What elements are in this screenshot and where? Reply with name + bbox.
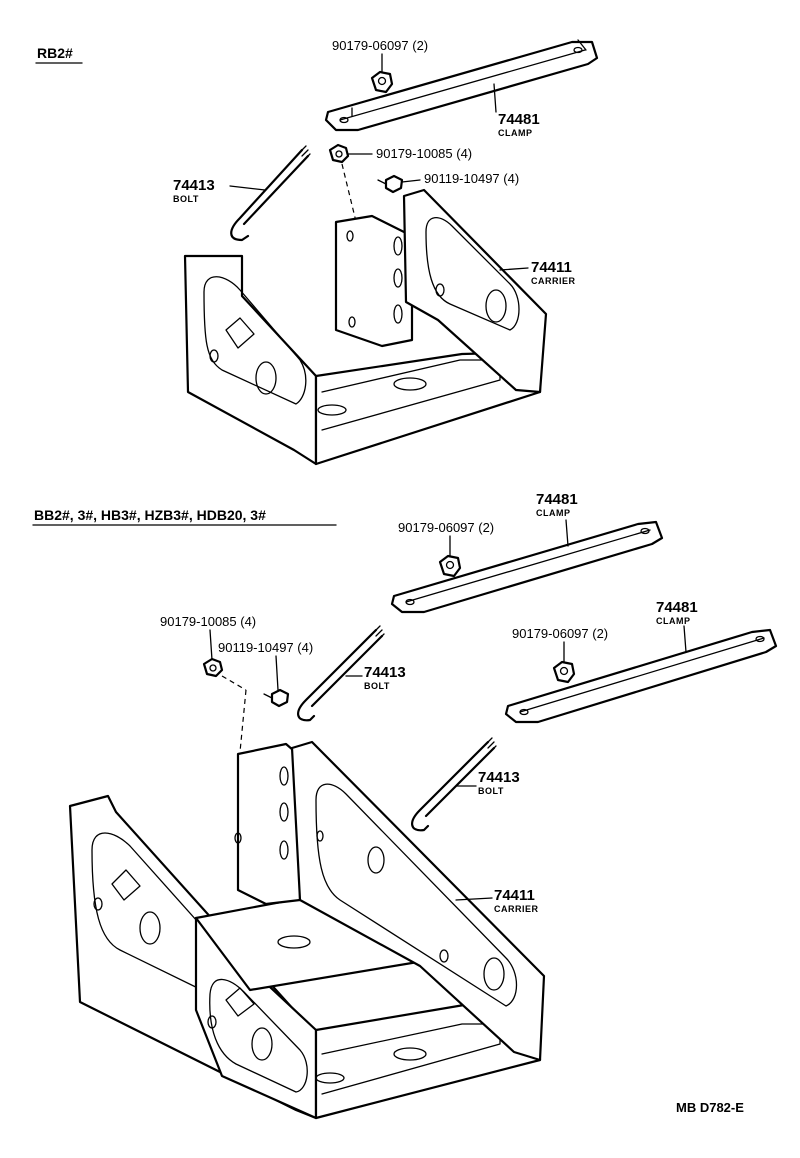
label-carrier-name: CARRIER xyxy=(494,904,539,914)
section-bb2: BB2#, 3#, HB3#, HZB3#, HDB20, 3# 90179-0… xyxy=(32,491,778,1120)
label-clamp1-nut: 90179-06097 (2) xyxy=(398,520,494,535)
leader-line xyxy=(209,629,213,661)
label-nut: 90179-10085 (4) xyxy=(376,146,472,161)
leader-line xyxy=(275,655,279,691)
label-small-bolt: 90119-10497 (4) xyxy=(218,640,313,655)
carrier-part xyxy=(183,188,548,466)
label-bolt-number: 74413 xyxy=(173,177,215,194)
label-bolt1-number: 74413 xyxy=(364,664,406,681)
label-bolt2-number: 74413 xyxy=(478,769,520,786)
label-clamp-number: 74481 xyxy=(498,111,540,128)
clamp-nut-icon xyxy=(438,554,462,578)
label-clamp1-name: CLAMP xyxy=(536,508,571,518)
j-bolt-part xyxy=(297,625,385,722)
dash-line xyxy=(221,675,247,691)
label-bolt-name: BOLT xyxy=(173,194,199,204)
section-header-bb2: BB2#, 3#, HB3#, HZB3#, HDB20, 3# xyxy=(34,507,266,523)
nut-icon xyxy=(202,657,224,678)
leader-line xyxy=(229,185,266,191)
label-clamp2-nut: 90179-06097 (2) xyxy=(512,626,608,641)
leader-line xyxy=(499,267,529,271)
clamp-part-upper xyxy=(390,520,664,614)
label-bolt1-name: BOLT xyxy=(364,681,390,691)
clamp-part xyxy=(324,39,599,132)
section-rb2: RB2# 90179-06097 (2) 74481 CLAMP 90179-1… xyxy=(35,38,599,466)
clamp-part-lower xyxy=(504,628,778,724)
diagram-code: MB D782-E xyxy=(676,1100,744,1115)
label-nut: 90179-10085 (4) xyxy=(160,614,256,629)
label-small-bolt: 90119-10497 (4) xyxy=(424,171,519,186)
section-header-rb2: RB2# xyxy=(37,45,73,61)
leader-line xyxy=(493,83,497,113)
leader-line xyxy=(683,625,687,653)
carrier-part xyxy=(68,740,546,1120)
clamp-nut-icon xyxy=(552,660,576,684)
nut-icon xyxy=(328,143,350,164)
label-clamp2-name: CLAMP xyxy=(656,616,691,626)
small-bolt-icon xyxy=(377,174,404,194)
j-bolt-part xyxy=(411,737,497,832)
leader-line xyxy=(401,179,421,183)
small-bolt-icon xyxy=(263,688,290,708)
dash-line xyxy=(239,689,247,753)
label-carrier-name: CARRIER xyxy=(531,276,576,286)
leader-line xyxy=(455,897,493,901)
j-bolt-part xyxy=(230,145,311,242)
label-bolt2-name: BOLT xyxy=(478,786,504,796)
label-clamp-nut: 90179-06097 (2) xyxy=(332,38,428,53)
clamp-nut-icon xyxy=(370,70,394,94)
leader-line xyxy=(565,519,569,547)
label-carrier-number: 74411 xyxy=(494,887,535,904)
label-clamp2-number: 74481 xyxy=(656,599,698,616)
label-carrier-number: 74411 xyxy=(531,259,572,276)
label-clamp-name: CLAMP xyxy=(498,128,533,138)
label-clamp1-number: 74481 xyxy=(536,491,578,508)
